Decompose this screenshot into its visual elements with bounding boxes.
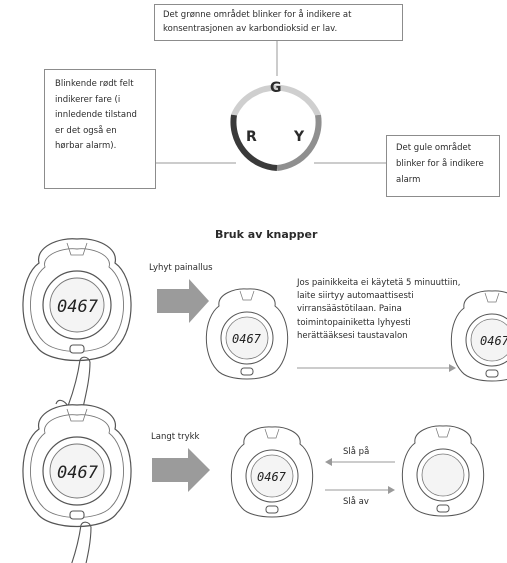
- ring-label-r: R: [246, 129, 257, 145]
- lcd-reading-5: 0467: [480, 334, 507, 348]
- device-powered-off: [401, 425, 485, 517]
- ring-label-g: G: [270, 80, 282, 96]
- power-on-label: Slå på: [343, 447, 370, 457]
- lcd-reading-3: 0467: [57, 463, 99, 483]
- section-title: Bruk av knapper: [215, 228, 318, 241]
- short-press-note: Jos painikkeita ei käytetä 5 minuuttiin,…: [297, 278, 461, 341]
- pressing-hand-icon-2: [56, 521, 96, 563]
- power-off-label: Slå av: [343, 497, 369, 507]
- callout-red: Blinkende rødt felt indikerer fare (i in…: [44, 69, 156, 189]
- arrow-off: [388, 486, 395, 494]
- arrow-right-long: [152, 448, 210, 492]
- lcd-reading-2: 0467: [232, 332, 262, 346]
- short-press-label: Lyhyt painallus: [149, 263, 213, 273]
- status-ring: [230, 84, 322, 171]
- ring-label-y: Y: [294, 129, 305, 145]
- arrow-right-short: [157, 279, 209, 323]
- long-press-label: Langt trykk: [151, 432, 200, 442]
- arrow-on: [325, 458, 332, 466]
- lcd-reading-4: 0467: [257, 470, 287, 484]
- lcd-reading-1: 0467: [57, 297, 99, 317]
- callout-yellow: Det gule området blinker for å indikere …: [386, 135, 500, 197]
- callout-green: Det grønne området blinker for å indiker…: [154, 4, 403, 41]
